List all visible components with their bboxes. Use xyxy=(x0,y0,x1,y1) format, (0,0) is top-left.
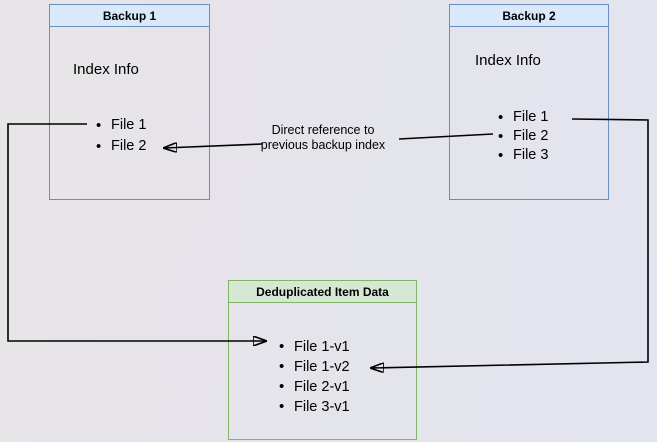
node-deduplicated-item-data: Deduplicated Item Data File 1-v1 File 1-… xyxy=(228,280,417,440)
file-item: File 2 xyxy=(498,127,548,146)
node-backup-1: Backup 1 Index Info File 1 File 2 xyxy=(49,4,210,200)
node-backup-2-title: Backup 2 xyxy=(450,5,608,27)
node-backup-2: Backup 2 Index Info File 1 File 2 File 3 xyxy=(449,4,609,200)
node-backup-2-index-info-label: Index Info xyxy=(475,52,541,69)
node-dedup-title: Deduplicated Item Data xyxy=(229,281,416,303)
dedup-file-list: File 1-v1 File 1-v2 File 2-v1 File 3-v1 xyxy=(279,337,350,417)
edge-label-line-2: previous backup index xyxy=(260,138,386,152)
file-item: File 1 xyxy=(498,108,548,127)
file-item: File 3 xyxy=(498,146,548,165)
file-item: File 1-v1 xyxy=(279,337,350,357)
file-item: File 3-v1 xyxy=(279,397,350,417)
backup-1-file-list: File 1 File 2 xyxy=(96,115,146,157)
edge-label-line-1: Direct reference to xyxy=(271,123,375,137)
backup-2-file-list: File 1 File 2 File 3 xyxy=(498,108,548,165)
file-item: File 2-v1 xyxy=(279,377,350,397)
file-item: File 1-v2 xyxy=(279,357,350,377)
file-item: File 1 xyxy=(96,115,146,136)
node-backup-1-index-info-label: Index Info xyxy=(73,61,139,78)
file-item: File 2 xyxy=(96,136,146,157)
edge-label-direct-reference: Direct reference to previous backup inde… xyxy=(238,123,408,153)
node-backup-1-title: Backup 1 xyxy=(50,5,209,27)
